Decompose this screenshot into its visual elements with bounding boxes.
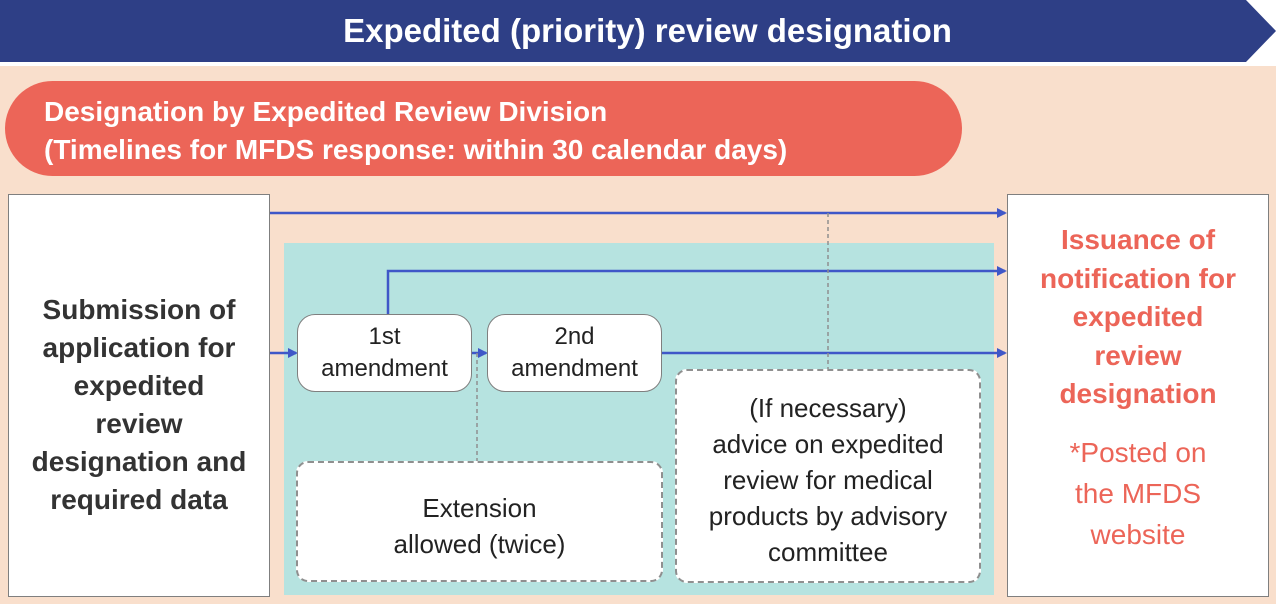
second-amendment-box: 2nd amendment (487, 314, 662, 392)
issuance-line: Issuance of (1060, 224, 1216, 255)
second-amendment-label: amendment (511, 355, 638, 382)
first-amendment-label: 1st (368, 323, 401, 350)
first-amendment-box: 1st amendment (297, 314, 472, 392)
header-banner (0, 0, 1276, 62)
submission-line: required data (50, 483, 228, 515)
page-title: Expedited (priority) review designation (343, 12, 952, 49)
submission-line: review (95, 407, 183, 439)
issuance-line: review (1094, 339, 1182, 371)
first-amendment-arrow (386, 266, 1007, 314)
submission-line: application for (42, 331, 236, 363)
submission-line: designation and (31, 445, 247, 477)
extension-box: Extension allowed (twice) (296, 461, 663, 582)
issuance-line: designation (1059, 378, 1217, 409)
issuance-box: Issuance of notification for expedited r… (1007, 194, 1269, 597)
division-title: Designation by Expedited Review Division (44, 96, 608, 127)
advice-box: (If necessary) advice on expedited revie… (675, 369, 981, 583)
posted-line: *Posted on (1069, 436, 1207, 468)
posted-note: *Posted on the MFDS website (1008, 432, 1268, 555)
extension-line: Extension (422, 492, 537, 523)
posted-line: website (1090, 518, 1186, 550)
posted-line: the MFDS (1074, 477, 1202, 509)
division-timeline: (Timelines for MFDS response: within 30 … (44, 134, 788, 165)
advice-line: advice on expedited (712, 429, 944, 459)
issuance-line: expedited (1072, 301, 1204, 332)
extension-line: allowed (twice) (393, 528, 566, 559)
second-amendment-label: 2nd (554, 323, 595, 350)
advice-line: products by advisory (708, 501, 948, 531)
submission-line: Submission of (42, 293, 236, 325)
issuance-line: notification for (1040, 262, 1236, 294)
first-amendment-label: amendment (321, 355, 448, 382)
submission-box: Submission of application for expedited … (8, 194, 270, 597)
advice-line: review for medical (723, 465, 933, 495)
division-pill: Designation by Expedited Review Division… (5, 81, 962, 176)
advice-line: committee (768, 537, 888, 567)
advice-line: (If necessary) (749, 393, 907, 423)
submission-line: expedited (73, 369, 205, 401)
